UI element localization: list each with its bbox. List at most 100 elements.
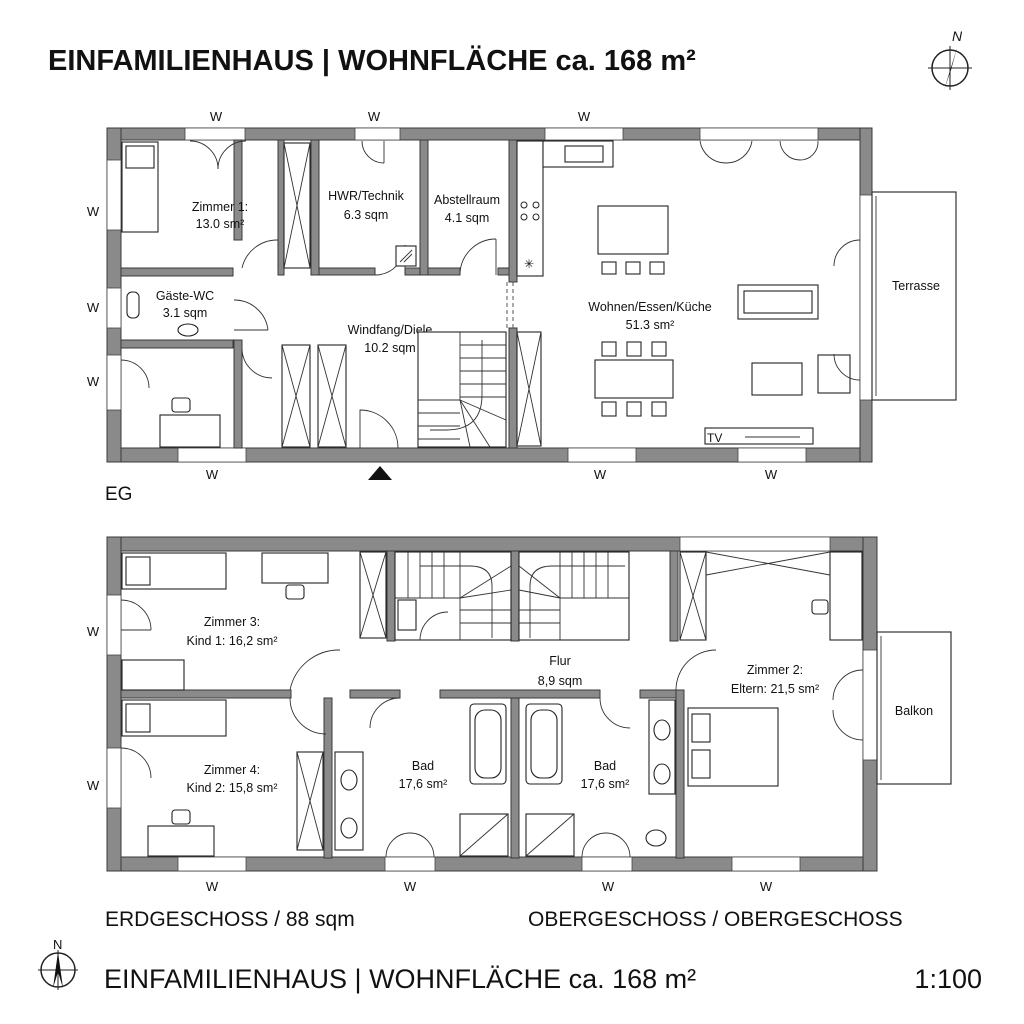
og-wall-interior	[439, 689, 601, 699]
og-window	[581, 856, 633, 872]
eg-window	[106, 287, 122, 329]
og-desk	[147, 825, 215, 857]
og-window	[384, 856, 436, 872]
window-mark: W	[578, 109, 591, 124]
room-area: Eltern: 21,5 sm²	[731, 682, 819, 696]
balcony-label: Balkon	[895, 704, 933, 718]
eg-toilet	[126, 291, 140, 319]
eg-chair	[171, 397, 191, 413]
og-staircase-2	[518, 551, 630, 641]
eg-kitchen-counter	[516, 140, 544, 277]
eg-entrance-door	[359, 409, 399, 449]
room-name: Zimmer 1:	[192, 200, 248, 214]
window-mark: W	[760, 879, 773, 894]
room-area: 3.1 sqm	[163, 306, 207, 320]
room-name: Bad	[412, 759, 434, 773]
eg-wall-interior	[508, 139, 518, 283]
eg-window	[106, 159, 122, 231]
footer-title: EINFAMILIENHAUS | WOHNFLÄCHE ca. 168 m²	[104, 964, 696, 994]
eg-coffee-table	[751, 362, 803, 396]
room-area: Kind 2: 15,8 sm²	[186, 781, 277, 795]
tv-label: TV	[707, 431, 722, 445]
og-wardrobe	[829, 551, 863, 641]
window-mark: W	[368, 109, 381, 124]
eg-window	[184, 127, 246, 141]
eg-window	[737, 447, 807, 463]
og-wall-interior	[639, 689, 677, 699]
og-balcony-door	[862, 649, 878, 761]
window-mark: W	[206, 467, 219, 482]
window-mark: W	[404, 879, 417, 894]
eg-wall-interior	[310, 139, 320, 276]
eg-tv-board	[704, 427, 814, 445]
eg-dining-table	[594, 359, 674, 399]
eg-stool	[625, 261, 641, 275]
og-window	[679, 536, 831, 552]
floor-label-eg: EG	[105, 484, 132, 505]
eg-sink	[564, 145, 604, 163]
room-name: Bad	[594, 759, 616, 773]
room-name: Flur	[549, 654, 571, 668]
eg-wall-interior	[233, 339, 243, 449]
room-area: 13.0 sm²	[196, 217, 245, 231]
og-wall-interior	[675, 689, 685, 859]
eg-terrace-door	[859, 194, 873, 401]
og-wall-interior	[349, 689, 401, 699]
og-window	[106, 747, 122, 809]
room-name: Abstellraum	[434, 193, 500, 207]
eg-stool	[649, 261, 665, 275]
fridge-icon: ✳	[524, 257, 534, 271]
room-area: 10.2 sqm	[364, 341, 415, 355]
og-toilet	[645, 829, 667, 847]
north-arrow-top: N	[928, 28, 972, 90]
og-chair	[285, 584, 305, 600]
og-staircase	[394, 551, 512, 641]
eg-kitchen-island	[597, 205, 669, 255]
room-area: 8,9 sqm	[538, 674, 582, 688]
window-mark: W	[87, 374, 100, 389]
window-mark: W	[87, 624, 100, 639]
eg-wall-interior	[277, 139, 285, 276]
north-label-top: N	[952, 28, 963, 44]
eg-window	[567, 447, 637, 463]
window-mark: W	[602, 879, 615, 894]
og-window	[106, 594, 122, 656]
og-wall-interior	[386, 550, 396, 642]
eg-wall-interior	[508, 327, 518, 449]
eg-wall-interior	[427, 267, 461, 276]
eg-window	[544, 127, 624, 141]
room-name: Windfang/Diele	[348, 323, 433, 337]
eg-stool	[601, 261, 617, 275]
room-name: Zimmer 4:	[204, 763, 260, 777]
og-caption: OBERGESCHOSS / OBERGESCHOSS	[528, 908, 903, 931]
room-name: Wohnen/Essen/Küche	[588, 300, 712, 314]
og-window	[731, 856, 801, 872]
og-wall-interior	[669, 550, 679, 642]
balcony	[876, 631, 952, 785]
room-area: 51.3 sm²	[626, 318, 675, 332]
og-wall-interior	[510, 550, 520, 642]
window-mark: W	[87, 778, 100, 793]
room-name: Gäste-WC	[156, 289, 214, 303]
window-mark: W	[210, 109, 223, 124]
eg-wall-interior	[233, 139, 243, 241]
window-mark: W	[87, 300, 100, 315]
eg-wall-interior	[318, 267, 376, 276]
north-label-bottom: N	[53, 937, 62, 952]
eg-window	[177, 447, 247, 463]
entrance-marker-icon	[368, 466, 392, 480]
og-window	[177, 856, 247, 872]
eg-wall-interior	[120, 267, 234, 277]
window-mark: W	[206, 879, 219, 894]
scale-label: 1:100	[914, 964, 982, 994]
room-area: 4.1 sqm	[445, 211, 489, 225]
og-wall-interior	[510, 697, 520, 859]
eg-staircase	[417, 331, 507, 448]
eg-window	[354, 127, 401, 141]
eg-window	[106, 354, 122, 411]
eg-washbasin	[177, 323, 199, 337]
room-name: HWR/Technik	[328, 189, 404, 203]
og-chair	[171, 809, 191, 825]
og-desk	[261, 552, 329, 584]
